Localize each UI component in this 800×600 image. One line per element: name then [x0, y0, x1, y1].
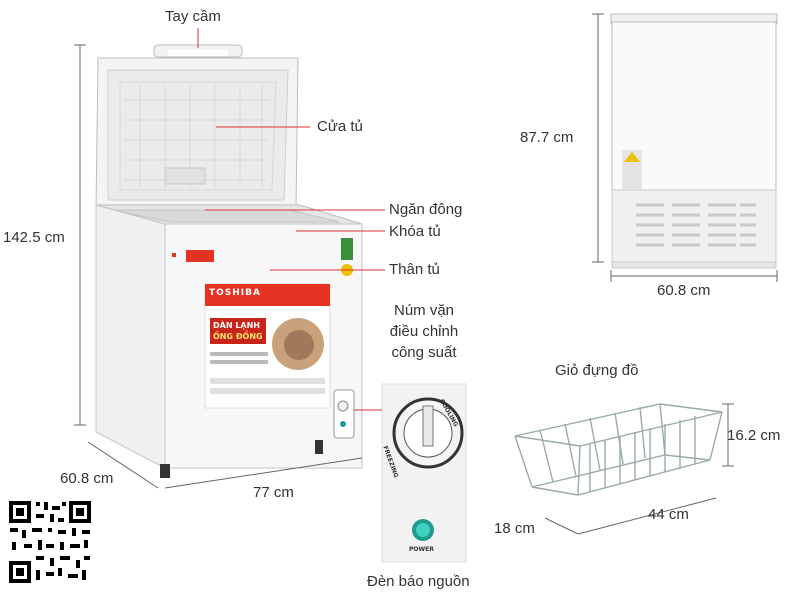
dim-depth: 60.8 cm	[60, 470, 114, 487]
dim-width: 77 cm	[253, 484, 294, 501]
callout-knob-line3: công suất	[391, 344, 457, 361]
product-banner-line1: DÀN LẠNH	[213, 321, 260, 330]
control-panel-closeup	[381, 383, 467, 563]
callout-knob-line2: điều chỉnh	[389, 323, 459, 340]
product-banner-line2: ỐNG ĐỒNG	[213, 332, 263, 341]
dimension-lines	[74, 13, 778, 535]
dim-basket-depth: 18 cm	[494, 520, 535, 537]
storage-basket	[514, 403, 723, 496]
power-label: POWER	[409, 546, 434, 553]
freezer-lid	[95, 44, 299, 211]
callout-door: Cửa tủ	[317, 118, 363, 135]
dim-basket-width: 44 cm	[648, 506, 689, 523]
dim-total-height: 142.5 cm	[3, 229, 65, 246]
callout-body: Thân tủ	[389, 261, 440, 278]
dim-back-width: 60.8 cm	[657, 282, 711, 299]
callout-power-light: Đèn báo nguồn	[367, 573, 470, 590]
qr-code	[7, 499, 93, 585]
callout-leaders	[197, 28, 385, 411]
callout-handle: Tay cầm	[165, 8, 221, 25]
dim-basket-height: 16.2 cm	[727, 427, 781, 444]
callout-knob-line1: Núm vặn	[393, 302, 455, 319]
callout-freezer-compartment: Ngăn đông	[389, 201, 463, 218]
freezer-body	[95, 204, 363, 478]
callout-basket: Giỏ đựng đồ	[555, 362, 639, 379]
product-brand: TOSHIBA	[209, 288, 261, 298]
dim-back-height: 87.7 cm	[520, 129, 574, 146]
callout-lock: Khóa tủ	[389, 223, 441, 240]
callout-knob: Núm vặn điều chỉnh công suất	[374, 300, 474, 363]
freezer-back-view	[610, 13, 778, 269]
